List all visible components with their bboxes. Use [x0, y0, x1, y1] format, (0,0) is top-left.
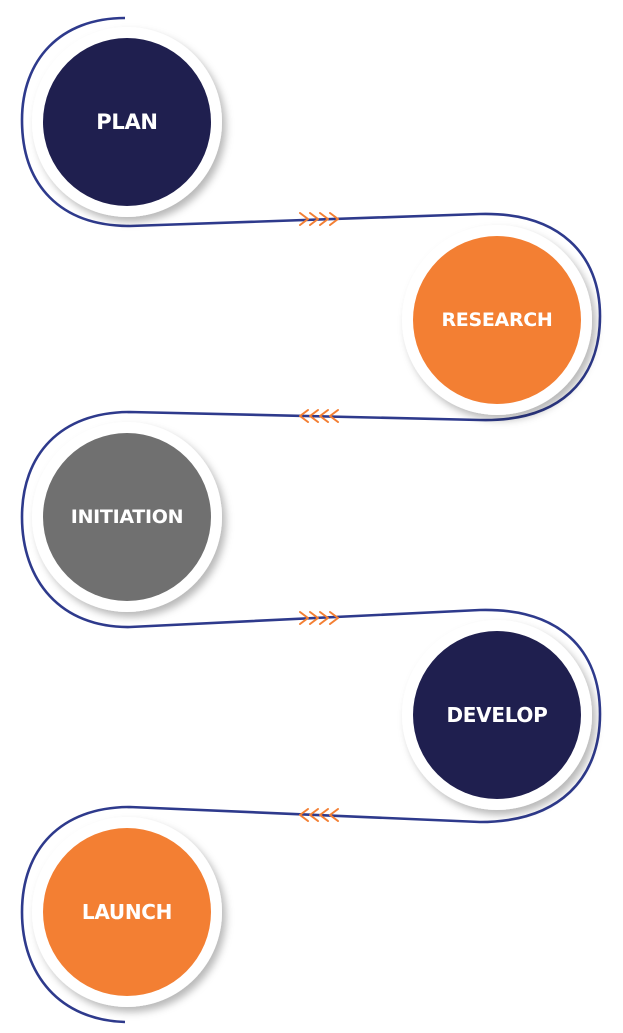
chevron-right-icon: [319, 212, 329, 226]
chevron-left-icon: [299, 409, 309, 423]
step-label: RESEARCH: [441, 309, 552, 331]
step-launch: LAUNCH: [32, 817, 222, 1007]
chevron-left-icon: [329, 808, 339, 822]
chevron-left-icon: [319, 808, 329, 822]
chevron-left-icon: [309, 409, 319, 423]
chevron-right-icon: [329, 611, 339, 625]
step-circle: [413, 631, 581, 799]
chevron-right-icon: [299, 611, 309, 625]
step-circle: [43, 828, 211, 996]
arrow-right-1: [299, 212, 339, 226]
arrow-left-4: [299, 808, 339, 822]
step-plan: PLAN: [32, 27, 222, 217]
step-label: INITIATION: [71, 506, 183, 528]
step-initiation: INITIATION: [32, 422, 222, 612]
chevron-right-icon: [299, 212, 309, 226]
step-label: PLAN: [96, 110, 157, 134]
step-circle: [43, 433, 211, 601]
step-develop: DEVELOP: [402, 620, 592, 810]
step-circle: [43, 38, 211, 206]
step-label: DEVELOP: [447, 703, 548, 727]
step-circle: [413, 236, 581, 404]
chevron-left-icon: [299, 808, 309, 822]
step-label: LAUNCH: [82, 900, 172, 924]
chevron-right-icon: [309, 212, 319, 226]
connector-path: [20, 16, 602, 1024]
arrow-right-3: [299, 611, 339, 625]
step-research: RESEARCH: [402, 225, 592, 415]
chevron-right-icon: [329, 212, 339, 226]
chevron-right-icon: [319, 611, 329, 625]
arrow-left-2: [299, 409, 339, 423]
chevron-left-icon: [329, 409, 339, 423]
chevron-left-icon: [309, 808, 319, 822]
chevron-left-icon: [319, 409, 329, 423]
chevron-right-icon: [309, 611, 319, 625]
